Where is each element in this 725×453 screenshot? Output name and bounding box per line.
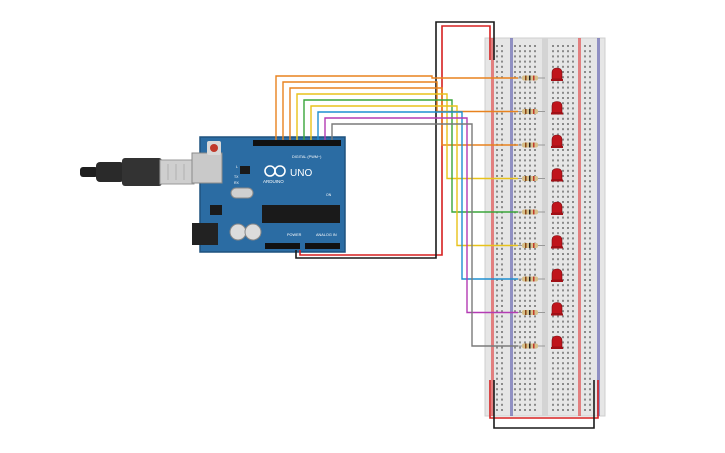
power-header	[265, 243, 300, 249]
signal-wire-4	[296, 93, 518, 180]
led-9	[551, 335, 563, 348]
capacitor-1	[229, 223, 247, 241]
bottom-rail-vcc-wire	[489, 380, 599, 419]
signal-wire-1	[275, 75, 518, 140]
tx-label: TX	[234, 175, 239, 179]
usb-port	[191, 152, 223, 184]
analog-label: ANALOG IN	[316, 233, 337, 237]
l-label: L	[236, 165, 238, 169]
wires-layer	[275, 21, 599, 429]
led-8	[551, 302, 563, 314]
crystal	[230, 187, 254, 199]
bottom-rail-gnd-wire	[493, 380, 595, 429]
gnd-wire	[295, 21, 495, 259]
digital-header	[253, 140, 341, 146]
led-3	[551, 134, 563, 147]
on-label: ON	[326, 193, 332, 197]
analog-header	[305, 243, 340, 249]
signal-wire-2	[282, 81, 518, 140]
arduino-uno-board[interactable]: ARDUINO UNO DIGITAL (PWM~) POWER ANALOG …	[191, 136, 346, 253]
power-label: POWER	[287, 233, 302, 237]
led-5	[551, 201, 563, 214]
arduino-logo-icon	[264, 165, 286, 177]
breadboard[interactable]	[484, 37, 606, 417]
led-1	[551, 67, 563, 80]
power-jack	[192, 223, 218, 245]
signal-wire-7	[317, 111, 518, 280]
led-7	[551, 268, 563, 281]
signal-wire-5	[303, 99, 518, 213]
led-4	[551, 168, 563, 180]
atmega-chip	[262, 205, 340, 223]
capacitor-2	[244, 223, 262, 241]
led-2	[551, 101, 563, 113]
signal-wire-9	[331, 123, 518, 347]
signal-wire-6	[310, 105, 518, 247]
usb-cable	[80, 158, 195, 186]
components-layer	[518, 67, 563, 349]
led-6	[551, 235, 563, 247]
board-brand: ARDUINO	[263, 179, 284, 184]
breadboard-holes	[496, 45, 591, 411]
signal-wire-8	[324, 117, 518, 314]
board-model: UNO	[290, 168, 312, 179]
digital-label: DIGITAL (PWM~)	[292, 155, 322, 159]
rx-label: RX	[234, 181, 240, 185]
